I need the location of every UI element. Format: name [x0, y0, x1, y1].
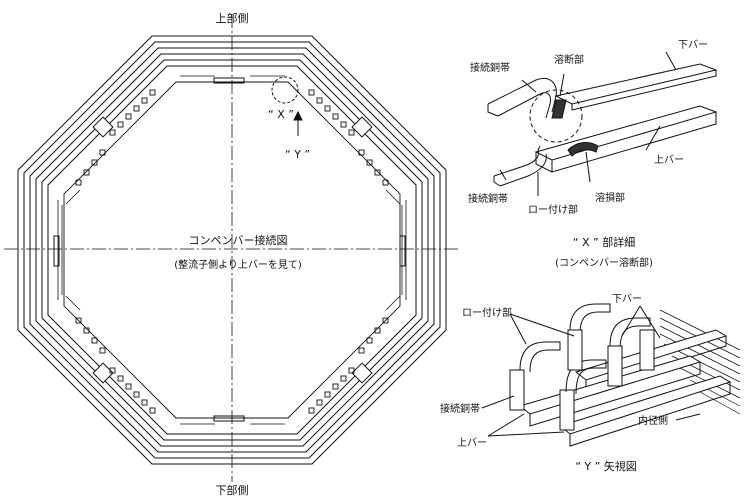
- right-bar-plate: [399, 235, 406, 267]
- diagram-title: コンペンバー接続図: [189, 233, 288, 247]
- detail-x-strap-top-label: 接続銅帯: [470, 61, 510, 74]
- x-detail-zoom-circle: [529, 89, 583, 143]
- detail-x-damaged-label: 溶損部: [595, 191, 625, 204]
- detail-x-caption: “ X ” 部詳細: [573, 235, 635, 249]
- bar-outline-2: [23, 41, 441, 459]
- top-bar-plate: [213, 77, 245, 84]
- detail-y-drawing: [481, 303, 741, 447]
- strap-top-shape: [487, 78, 557, 119]
- x-marker-label: “ X ”: [268, 108, 294, 121]
- terminal-lugs: [75, 89, 389, 414]
- detail-y-inner-side-label: 内径側: [638, 414, 668, 427]
- top-side-label: 上部側: [216, 11, 249, 25]
- detail-x-upper-bar-label: 上バー: [654, 154, 684, 166]
- bar-outline-6: [47, 65, 417, 435]
- diagram-subtitle: (整流子側より上バーを見て): [174, 258, 302, 271]
- detail-x-drawing: [487, 51, 718, 196]
- bar-outline-3: [29, 47, 435, 453]
- bar-outline-1: [17, 35, 447, 465]
- detail-x-fusion-label: 溶断部: [554, 53, 584, 66]
- detail-x-strap-bottom-label: 接続銅帯: [468, 192, 508, 205]
- bar-outline-5: [41, 59, 423, 441]
- lower-bar-shape: [554, 63, 718, 105]
- y-marker-label: “ Y ”: [285, 148, 310, 161]
- detail-x-lower-bar-label: 下バー: [678, 39, 708, 51]
- y-arrow-head: [293, 110, 303, 121]
- bottom-bar-plate: [213, 415, 245, 422]
- detail-y-caption: “ Y ” 矢視図: [575, 459, 637, 473]
- fusion-gap: [551, 99, 567, 119]
- detail-x-caption-sub: (コンペンバー溶断部): [555, 256, 653, 269]
- x-detail-circle: [271, 76, 299, 104]
- detail-y-upper-bar-label: 上バー: [457, 437, 487, 449]
- bar-outline-4: [35, 53, 429, 447]
- inner-leads: [57, 75, 407, 425]
- detail-x-brazed-label: ロー付け部: [528, 203, 578, 216]
- compensating-bar-diagram: [4, 14, 458, 482]
- strap-bottom-shape: [493, 145, 547, 187]
- inner-edge: [63, 81, 401, 419]
- detail-y-lower-bar-label: 下バー: [612, 293, 642, 305]
- left-bar-plate: [53, 235, 60, 267]
- bottom-side-label: 下部側: [216, 483, 249, 497]
- detail-y-strap-label: 接続銅帯: [440, 402, 480, 415]
- detail-y-brazed-label: ロー付け部: [462, 306, 512, 319]
- corner-notches: [92, 116, 373, 384]
- damaged-area: [567, 142, 599, 157]
